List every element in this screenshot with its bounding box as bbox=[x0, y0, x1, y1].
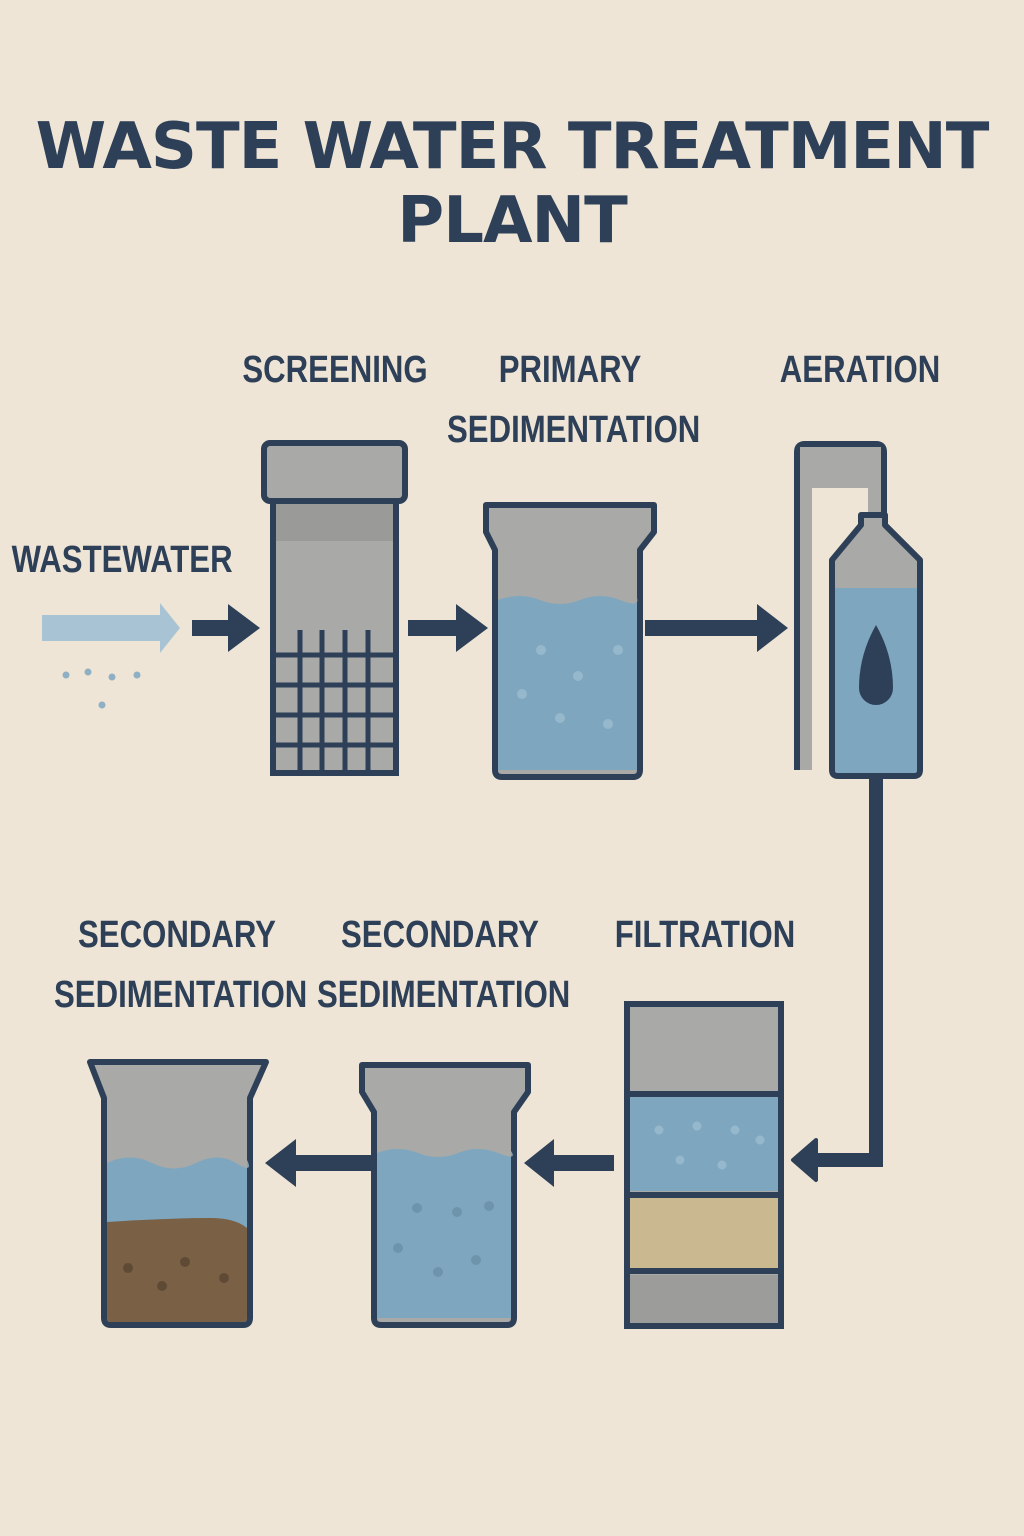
label-screening: SCREENING bbox=[242, 349, 428, 391]
wastewater-inflow-arrow bbox=[42, 603, 180, 709]
page-title: WASTE WATER TREATMENT PLANT bbox=[35, 110, 990, 258]
flow-arrow-to-screening bbox=[192, 604, 260, 652]
flow-arrow-to-filtration bbox=[791, 1138, 818, 1182]
flow-arrow-to-aeration bbox=[645, 604, 788, 652]
secondary-sedimentation-tank-left bbox=[87, 1059, 269, 1328]
label-wastewater: WASTEWATER bbox=[11, 539, 233, 581]
flow-arrow-to-secondary-middle bbox=[524, 1139, 614, 1187]
label-secondary-sedimentation-left: SECONDARY SEDIMENTATION bbox=[54, 914, 308, 1016]
filtration-column bbox=[624, 1001, 784, 1329]
flow-arrow-to-secondary-left bbox=[265, 1139, 372, 1187]
label-primary-sedimentation: PRIMARY SEDIMENTATION bbox=[447, 349, 701, 451]
screening-tank bbox=[261, 440, 408, 776]
water-drop-icon bbox=[859, 625, 893, 705]
secondary-sedimentation-tank-middle bbox=[359, 1062, 531, 1328]
label-secondary-sedimentation-middle: SECONDARY SEDIMENTATION bbox=[317, 914, 571, 1016]
label-filtration: FILTRATION bbox=[614, 914, 796, 956]
aeration-to-filtration-pipe bbox=[812, 776, 883, 1167]
primary-sedimentation-tank bbox=[483, 502, 657, 780]
screening-grid bbox=[276, 630, 393, 770]
label-aeration: AERATION bbox=[779, 349, 941, 391]
aeration-vessel bbox=[794, 441, 923, 779]
flow-arrow-to-primary bbox=[408, 604, 488, 652]
